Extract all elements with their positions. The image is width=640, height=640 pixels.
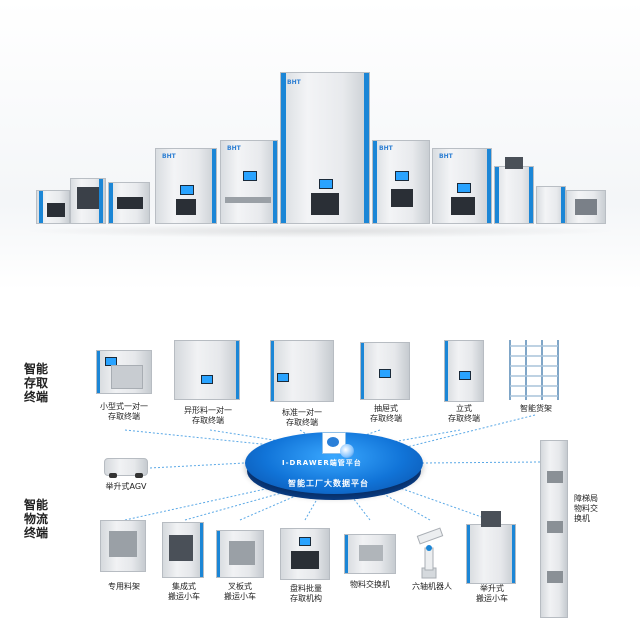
device-label: 六轴机器人: [412, 582, 452, 591]
device-irregular-one-to-one: [174, 340, 240, 400]
machine-small-2: [70, 178, 106, 224]
connector-line: [184, 491, 286, 521]
connector-line: [124, 487, 271, 521]
robot-arm-icon: [416, 527, 444, 579]
device-label: 专用料架: [108, 582, 140, 591]
device-drawer: [360, 342, 410, 400]
machine-medium-2: BHT: [220, 140, 278, 224]
brand-logo: BHT: [287, 79, 301, 86]
device-tray-batch-access: [280, 528, 330, 580]
smart-shelf-icon: [509, 340, 559, 400]
machine-medium-3: BHT: [372, 140, 430, 224]
machine-small-5: [566, 190, 606, 224]
device-label: 小型式一对一 存取终端: [100, 402, 148, 421]
device-label: 举升式AGV: [105, 482, 147, 491]
machine-medium-4: BHT: [432, 148, 492, 224]
device-label: 异形料一对一 存取终端: [184, 406, 232, 425]
connector-line: [394, 414, 536, 451]
device-label: 集成式 搬运小车: [168, 582, 200, 601]
device-label: 叉板式 搬运小车: [224, 582, 256, 601]
section-label-storage: 智能 存取 终端: [23, 362, 48, 404]
connector-line: [239, 493, 301, 521]
device-vertical: [444, 340, 484, 402]
device-lift-cart: [466, 511, 516, 584]
machine-small-3: [108, 182, 150, 224]
brand-logo: BHT: [162, 153, 176, 160]
device-label: 举升式 搬运小车: [476, 584, 508, 603]
connector-line: [422, 461, 541, 464]
device-label: 智能货架: [520, 404, 552, 413]
brand-logo: BHT: [439, 153, 453, 160]
floor-shadow: [20, 224, 620, 238]
platform-bottom-text: 智能工厂大数据平台: [288, 479, 369, 488]
device-agv: [104, 458, 148, 478]
connector-line: [379, 491, 431, 521]
device-material-exchange: [344, 534, 396, 574]
machine-small-1: [36, 190, 70, 224]
device-standard-one-to-one: [270, 340, 334, 402]
connector-line: [349, 493, 371, 521]
machine-medium-1: BHT: [155, 148, 217, 224]
platform-globe-icon: [340, 444, 354, 458]
device-label: 立式 存取终端: [448, 404, 480, 423]
product-lineup-banner: BHT BHT BHT BHT BHT: [0, 0, 640, 290]
platform-top-text: I-DRAWER端管平台: [282, 459, 362, 467]
connector-line: [149, 462, 246, 469]
device-label: 标准一对一 存取终端: [282, 408, 322, 427]
device-fork-cart: [216, 530, 264, 578]
device-integrated-cart: [162, 522, 204, 578]
machine-tall-tower: BHT: [280, 72, 370, 224]
device-label: 盘料批量 存取机构: [290, 584, 322, 603]
machine-lift-cart: [494, 157, 534, 224]
device-label: 障梯局 物料交 换机: [574, 494, 598, 523]
device-label: 物料交换机: [350, 580, 390, 589]
device-material-exchanger: [540, 440, 568, 618]
brand-logo: BHT: [227, 145, 241, 152]
device-label: 抽屉式 存取终端: [370, 404, 402, 423]
device-dedicated-rack: [100, 520, 146, 572]
connector-line: [399, 487, 491, 521]
brand-logo: BHT: [379, 145, 393, 152]
section-label-logistics: 智能 物流 终端: [23, 498, 48, 540]
device-small-one-to-one: [96, 350, 152, 394]
connector-line: [124, 429, 301, 449]
machine-small-4: [536, 186, 566, 224]
